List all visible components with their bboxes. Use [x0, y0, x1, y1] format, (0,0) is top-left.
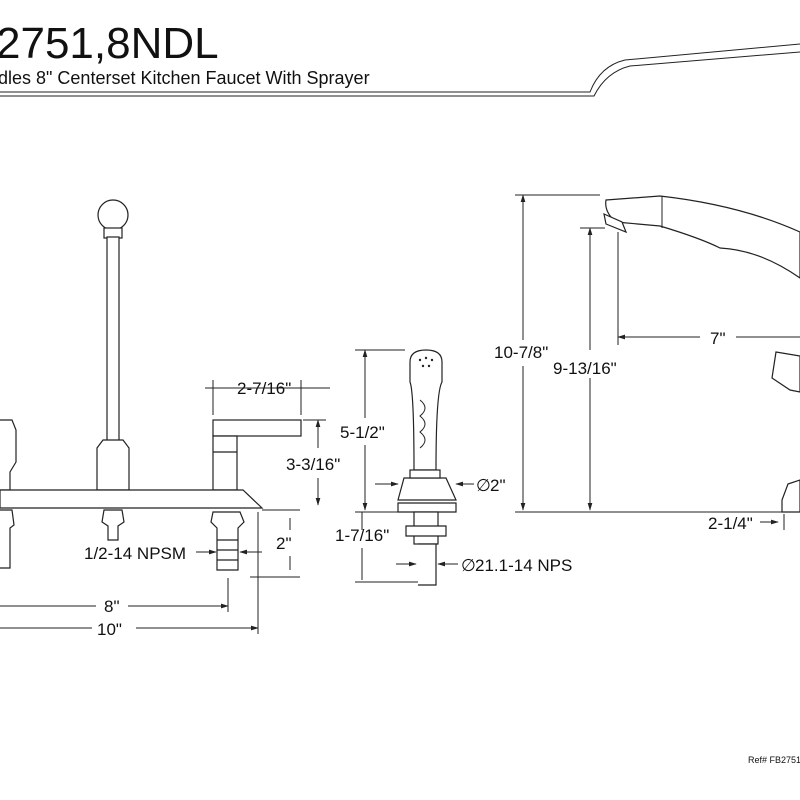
- right-shank: [210, 511, 245, 571]
- spout-reach-label: 7": [710, 329, 726, 348]
- sprayer-nozzle-hole: [421, 364, 425, 368]
- spout-dimensions: 10-7/8" 9-13/16" 7" 2-1/4": [494, 194, 800, 533]
- spout-arm: [605, 195, 800, 279]
- spout-total-height-label: 10-7/8": [494, 343, 548, 362]
- center-spacing-label: 8": [104, 597, 120, 616]
- sprayer-gasket: [397, 502, 457, 513]
- product-subtitle: dles 8" Centerset Kitchen Faucet With Sp…: [0, 68, 370, 88]
- sprayer-shank-label: 1-7/16": [335, 526, 389, 545]
- sprayer-base: [397, 477, 457, 501]
- sprayer-nozzle-hole: [427, 364, 431, 368]
- sprayer-collar: [409, 469, 441, 479]
- sprayer-head: [409, 349, 443, 471]
- spout-outlet: [603, 212, 628, 234]
- sprayer-nut: [405, 525, 447, 537]
- side-handle: [771, 351, 800, 393]
- spout-stem: [106, 236, 120, 443]
- sprayer-height-label: 5-1/2": [340, 423, 385, 442]
- sprayer-dimensions: 5-1/2" ∅ 2" 1-7/16" ∅ 21.1-14 NPS: [335, 349, 572, 583]
- sprayer-nozzle-hole: [424, 356, 428, 360]
- faucet-dimensions: 2-7/16" 3-3/16" 2" 1/2-14 NPSM 8" 10": [0, 379, 340, 639]
- shank-length-label: 2": [276, 534, 292, 553]
- side-base: [781, 479, 800, 513]
- sprayer-grip: [419, 399, 426, 449]
- sprayer-base-dia-label: 2": [490, 476, 506, 495]
- spout-outlet-height-label: 9-13/16": [553, 359, 617, 378]
- spout-knob: [97, 199, 129, 231]
- right-handle-body: [212, 435, 238, 491]
- sprayer-nozzle-hole: [430, 358, 434, 362]
- sprayer-base-dia-symbol: ∅: [476, 476, 491, 495]
- faucet-front-view: [0, 199, 302, 571]
- sprayer-thread-label: 21.1-14 NPS: [475, 556, 572, 575]
- sprayer-thread-symbol: ∅: [461, 556, 476, 575]
- title-block: 2751,8NDL dles 8" Centerset Kitchen Fauc…: [0, 19, 800, 97]
- reference-number: Ref# FB2751: [748, 755, 800, 765]
- deck-plate: [0, 489, 264, 509]
- title-underline: [0, 43, 800, 93]
- title-underline-inner: [0, 51, 800, 97]
- spout-side-view: [603, 195, 800, 513]
- left-handle: [0, 419, 17, 491]
- base-offset-label: 2-1/4": [708, 514, 753, 533]
- sprayer-hose: [418, 543, 437, 586]
- handle-width-label: 2-7/16": [237, 379, 291, 398]
- right-handle-lever: [212, 419, 302, 437]
- spout-base: [96, 439, 130, 491]
- left-shank: [0, 509, 15, 569]
- sprayer-nozzle-hole: [418, 358, 422, 362]
- handle-height-label: 3-3/16": [286, 455, 340, 474]
- shank-thread-label: 1/2-14 NPSM: [84, 544, 186, 563]
- center-shank: [101, 509, 125, 541]
- plate-length-label: 10": [97, 620, 122, 639]
- sprayer-view: [397, 349, 457, 586]
- model-title: 2751,8NDL: [0, 19, 219, 68]
